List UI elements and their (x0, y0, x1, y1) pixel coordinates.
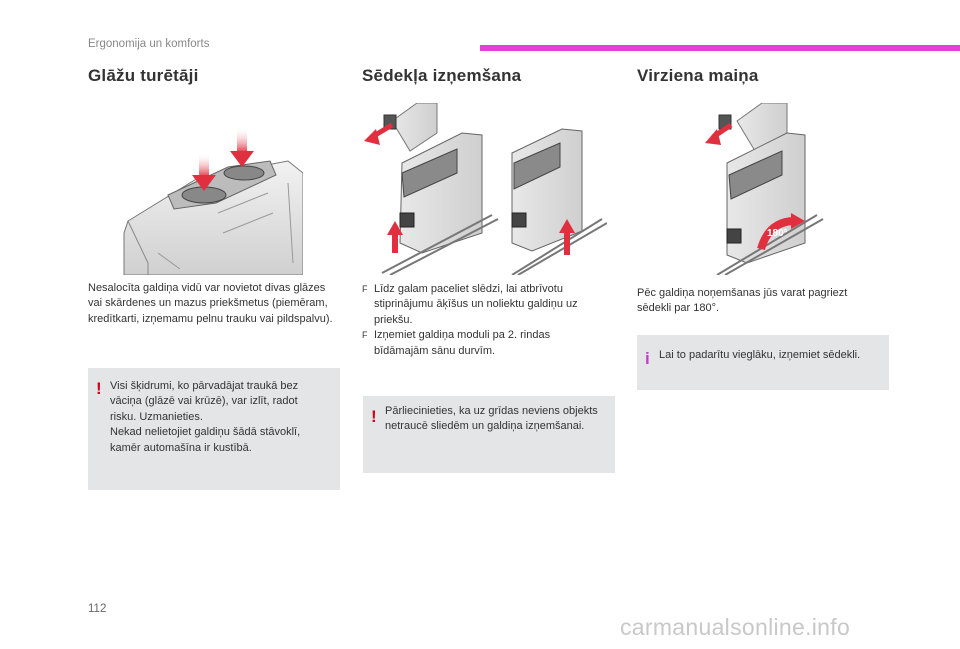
column-direction-change: Virziena maiņa 180° Pēc galdiņa noņemšan… (637, 66, 892, 314)
cup-holders-warning-box: ! Visi šķidrumi, ko pārvadājat traukā be… (88, 368, 340, 490)
exclamation-icon: ! (371, 407, 377, 426)
column-seat-removal: Sēdekļa izņemšana F Līdz galam paceliet … (362, 66, 617, 357)
direction-change-description: Pēc galdiņa noņemšanas jūs varat pagriez… (637, 287, 848, 315)
section-header-label: Ergonomija un komforts (88, 38, 210, 50)
exclamation-icon: ! (96, 379, 102, 398)
rotation-angle-label: 180° (767, 228, 788, 239)
warning-line-1: Visi šķidrumi, ko pārvadājat traukā bez … (110, 380, 299, 423)
section-title-direction-change: Virziena maiņa (637, 66, 759, 85)
triangle-bullet-icon: F (362, 284, 368, 294)
section-accent-bar (480, 45, 960, 51)
info-icon: i (645, 349, 650, 368)
seat-rotation-illustration: 180° (705, 103, 824, 275)
section-title-seat-removal: Sēdekļa izņemšana (362, 66, 522, 85)
cup-holder-illustration (123, 127, 303, 275)
watermark: carmanualsonline.info (620, 614, 851, 640)
info-text: Lai to padarītu vieglāku, izņemiet sēdek… (659, 349, 861, 361)
seat-removal-warning-box: ! Pārliecinieties, ka uz grīdas neviens … (363, 396, 615, 473)
page-number: 112 (88, 603, 107, 615)
column-cup-holders: Glāžu turētāji Nesalocīta galdiņa vidū v… (88, 66, 343, 325)
section-title-cup-holders: Glāžu turētāji (88, 66, 199, 85)
seat-removal-instructions: F Līdz galam paceliet slēdzi, lai atbrīv… (362, 282, 602, 359)
warning-line-2: Nekad nelietojiet galdiņu šādā stāvoklī,… (110, 426, 301, 454)
list-item: F Izņemiet galdiņa moduli pa 2. rindas b… (362, 328, 602, 359)
triangle-bullet-icon: F (362, 330, 368, 341)
cup-holders-description: Nesalocīta galdiņa vidū var novietot div… (88, 282, 333, 325)
direction-change-info-box: i Lai to padarītu vieglāku, izņemiet sēd… (637, 335, 889, 390)
warning-text: Pārliecinieties, ka uz grīdas neviens ob… (385, 405, 598, 433)
list-item: F Līdz galam paceliet slēdzi, lai atbrīv… (362, 282, 602, 328)
seat-removal-illustration (364, 103, 607, 275)
